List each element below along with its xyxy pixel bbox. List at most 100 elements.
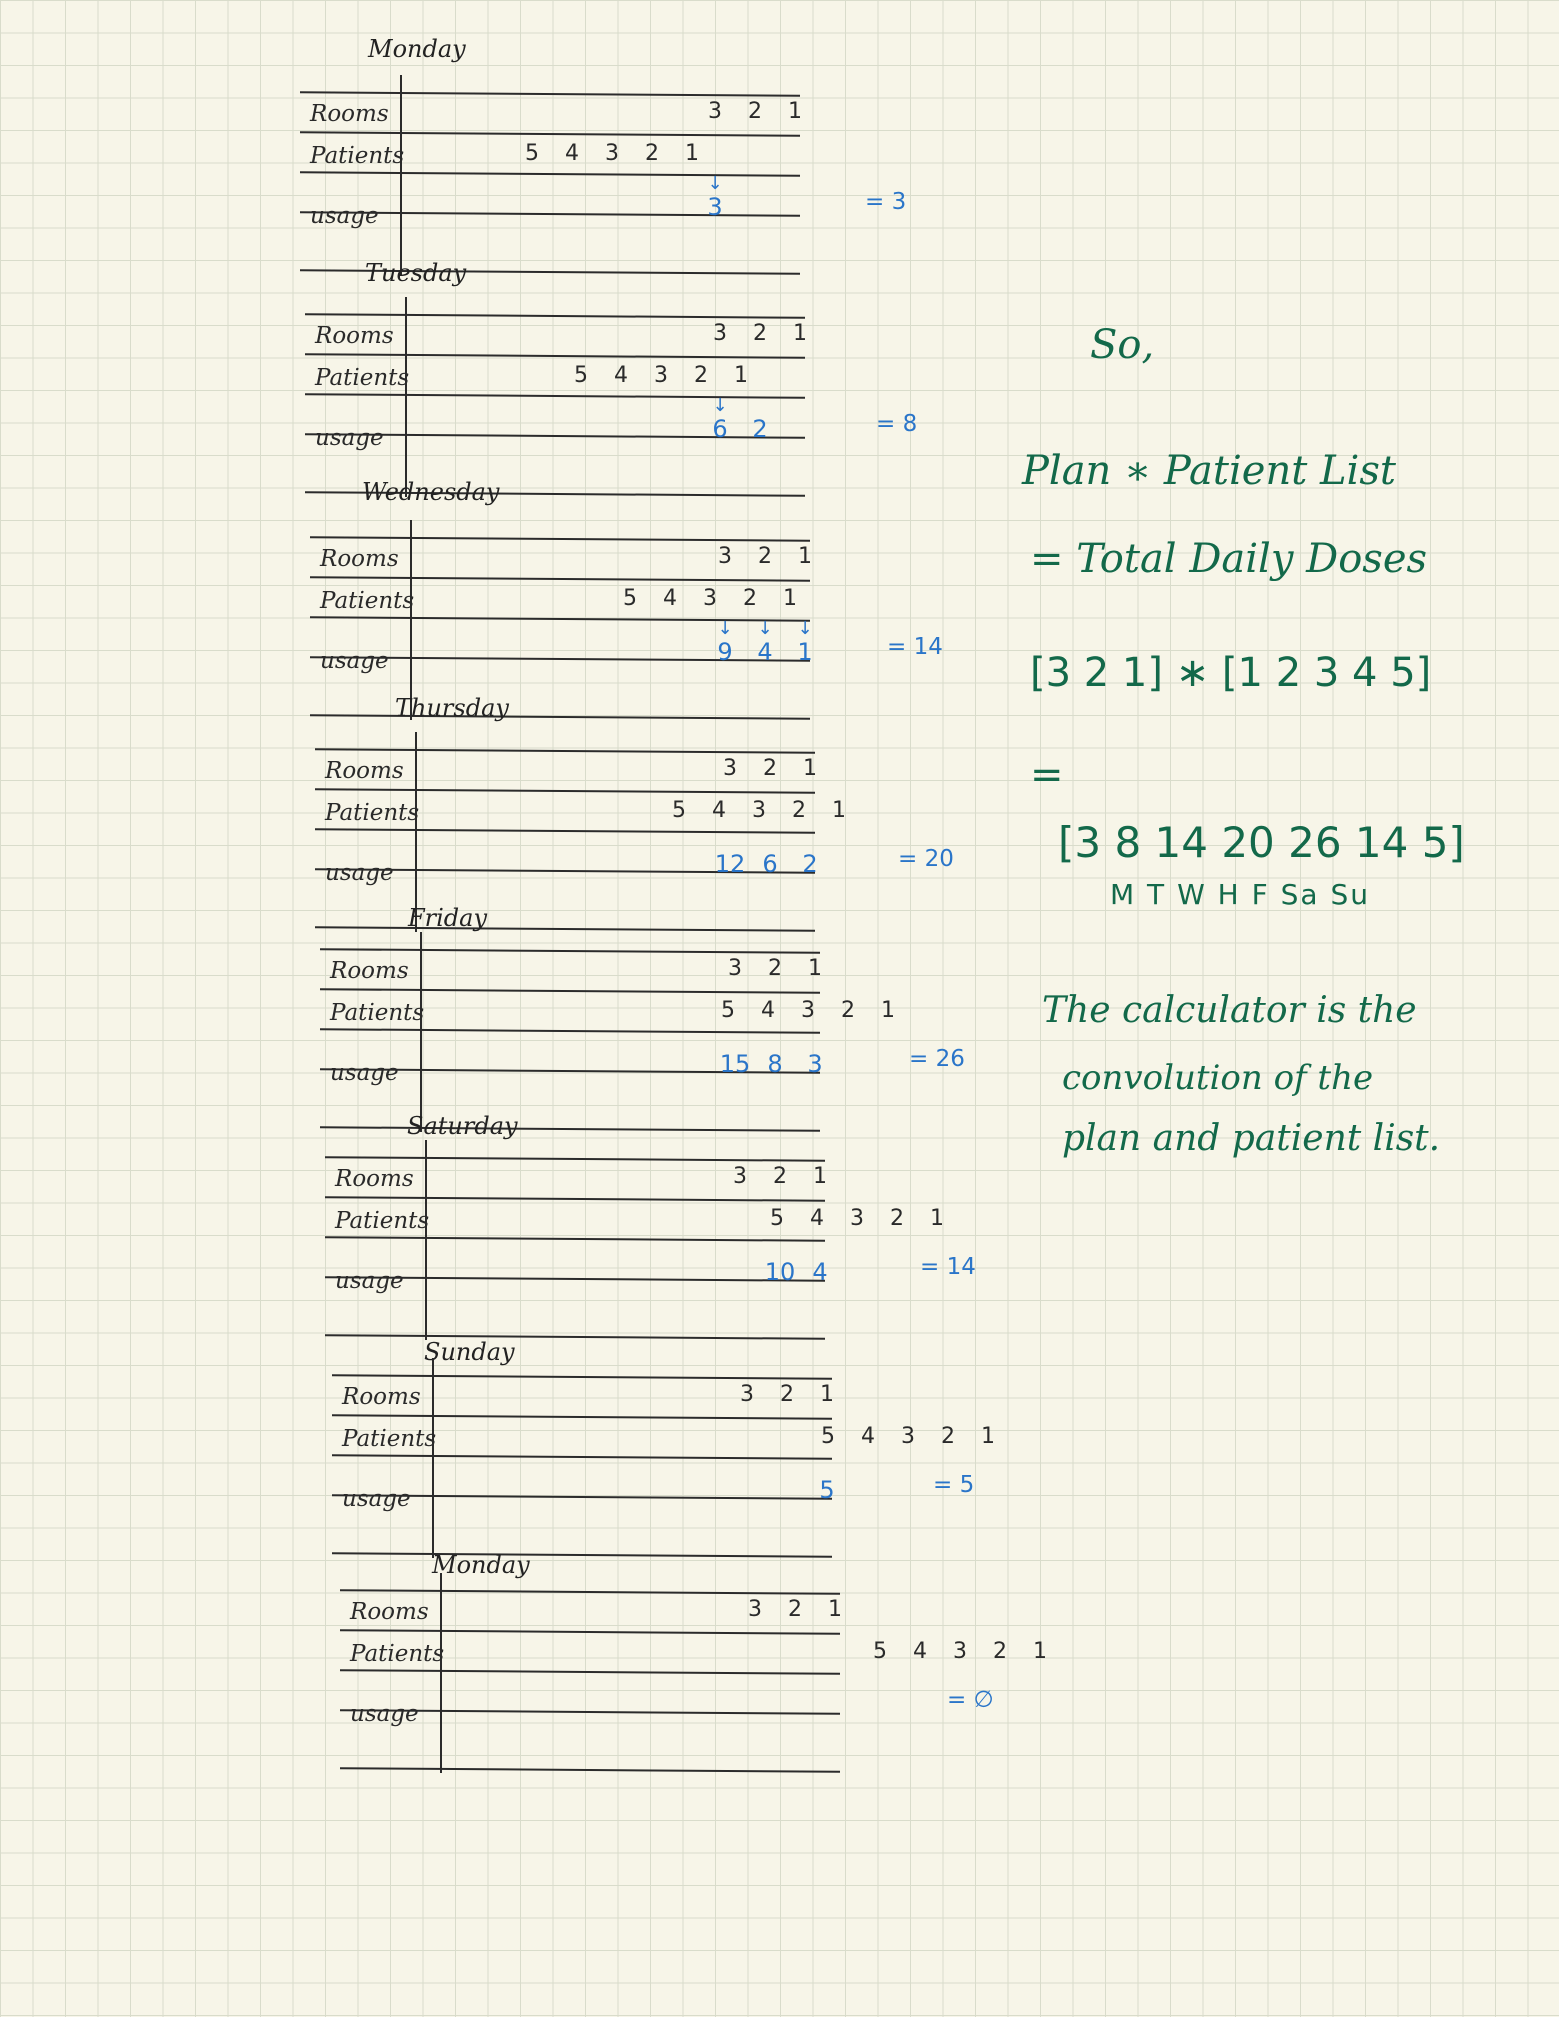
room-value: 1	[793, 321, 807, 346]
usage-row: 3	[695, 193, 735, 221]
row-label-usage: usage	[315, 425, 384, 451]
rule-line	[325, 1334, 825, 1340]
note-equals: =	[1030, 752, 1064, 798]
room-value: 2	[753, 321, 767, 346]
usage-value: 6	[712, 415, 728, 443]
usage-total: = 14	[887, 634, 943, 660]
row-label-rooms: Rooms	[330, 958, 409, 984]
usage-value: 15	[719, 1050, 751, 1078]
row-label-usage: usage	[310, 203, 379, 229]
usage-value: 12	[714, 850, 746, 878]
day-name: Thursday	[395, 694, 509, 722]
day-name: Wednesday	[362, 478, 500, 506]
note-plan-patient-list: Plan ∗ Patient List	[1022, 448, 1396, 494]
patient-value: 1	[881, 998, 895, 1023]
row-label-usage: usage	[342, 1486, 411, 1512]
usage-value: 9	[717, 638, 733, 666]
room-value: 3	[728, 956, 742, 981]
patient-value: 5	[770, 1206, 784, 1231]
note-conclusion-line-2: convolution of the	[1062, 1058, 1374, 1098]
patient-value: 4	[565, 141, 579, 166]
room-value: 2	[763, 756, 777, 781]
rule-line	[315, 748, 815, 754]
rule-line	[340, 1629, 840, 1635]
rooms-row: 3 2 1	[700, 321, 820, 346]
usage-value: 2	[752, 415, 768, 443]
day-name: Tuesday	[365, 259, 467, 287]
down-arrow-icon: ↓	[757, 618, 773, 639]
room-value: 1	[828, 1597, 842, 1622]
room-value: 1	[813, 1164, 827, 1189]
patient-value: 3	[752, 798, 766, 823]
usage-total: = 5	[933, 1472, 975, 1498]
row-label-rooms: Rooms	[310, 101, 389, 127]
arrows-row: ↓	[695, 173, 735, 194]
row-label-rooms: Rooms	[325, 758, 404, 784]
patient-value: 5	[672, 798, 686, 823]
note-conclusion-line-1: The calculator is the	[1042, 990, 1417, 1031]
usage-total: = 20	[898, 846, 954, 872]
column-divider	[415, 732, 417, 932]
day-name: Monday	[368, 35, 466, 63]
day-name: Saturday	[407, 1112, 518, 1140]
room-value: 3	[748, 1597, 762, 1622]
room-value: 1	[788, 99, 802, 124]
patient-value: 3	[605, 141, 619, 166]
patient-value: 4	[663, 586, 677, 611]
patient-value: 1	[734, 363, 748, 388]
row-label-patients: Patients	[335, 1208, 430, 1234]
note-vector-product: [3 2 1] ∗ [1 2 3 4 5]	[1030, 650, 1432, 696]
row-label-rooms: Rooms	[342, 1384, 421, 1410]
room-value: 3	[713, 321, 727, 346]
patient-value: 5	[721, 998, 735, 1023]
usage-total: = 14	[920, 1254, 976, 1280]
note-conclusion-line-3: plan and patient list.	[1062, 1118, 1441, 1159]
usage-total: = 26	[909, 1046, 965, 1072]
row-label-usage: usage	[325, 860, 394, 886]
row-label-rooms: Rooms	[335, 1166, 414, 1192]
usage-value: 3	[707, 193, 723, 221]
patient-value: 1	[930, 1206, 944, 1231]
usage-total: = 3	[865, 189, 907, 215]
arrows-row: ↓↓↓	[705, 618, 825, 639]
usage-row: 5	[807, 1476, 847, 1504]
patient-value: 1	[981, 1424, 995, 1449]
rule-line	[332, 1552, 832, 1558]
room-value: 3	[733, 1164, 747, 1189]
patient-value: 1	[832, 798, 846, 823]
room-value: 3	[723, 756, 737, 781]
column-divider	[400, 75, 402, 275]
patient-value: 4	[810, 1206, 824, 1231]
rule-line	[300, 91, 800, 97]
usage-value: 8	[767, 1050, 783, 1078]
patient-value: 5	[821, 1424, 835, 1449]
row-label-patients: Patients	[310, 143, 405, 169]
rule-line	[300, 131, 800, 137]
rule-line	[325, 1196, 825, 1202]
rule-line	[310, 576, 810, 582]
rule-line	[305, 353, 805, 359]
rule-line	[310, 536, 810, 542]
down-arrow-icon: ↓	[707, 173, 723, 194]
room-value: 1	[820, 1382, 834, 1407]
rule-line	[310, 714, 810, 720]
rule-line	[320, 988, 820, 994]
down-arrow-icon: ↓	[712, 395, 728, 416]
